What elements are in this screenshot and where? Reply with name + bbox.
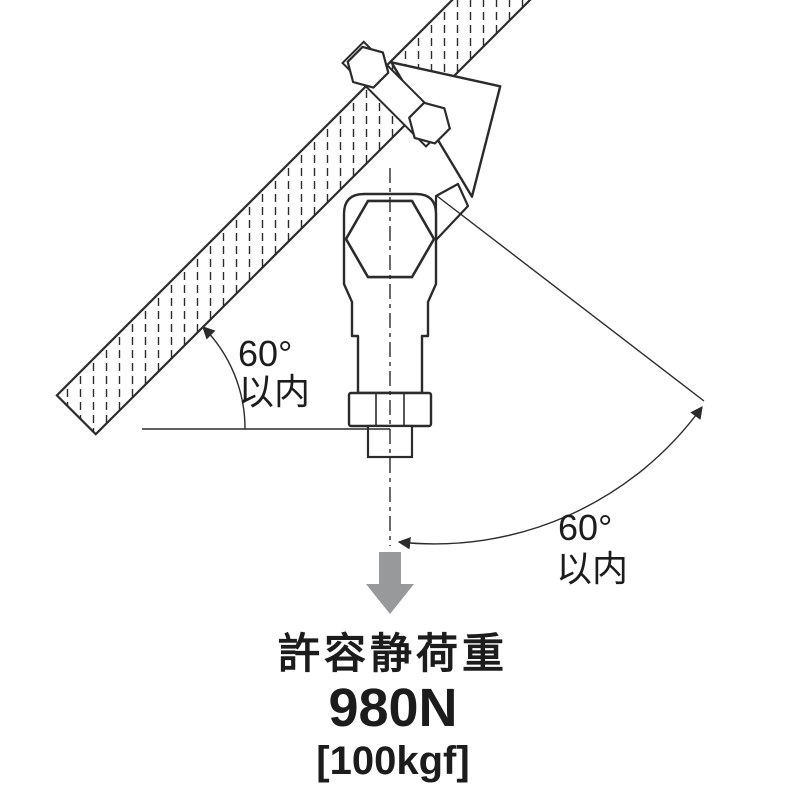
left-angle-note: 以内: [238, 371, 310, 412]
load-arrow-icon: [366, 552, 414, 614]
right-angle-value: 60°: [558, 507, 612, 548]
load-title: 許容静荷重: [278, 630, 508, 677]
clamp-nut-bottom: [408, 101, 451, 145]
right-angle-note: 以内: [556, 548, 628, 589]
left-angle-value: 60°: [238, 333, 292, 374]
line-art-group: [55, 0, 705, 550]
beam-outline: [55, 0, 538, 436]
left-angle-arc: [202, 326, 246, 430]
beam-group: [55, 0, 538, 436]
clamp-nut-top: [346, 45, 390, 89]
right-angle-arc: [397, 405, 703, 550]
swivel-neck: [434, 182, 470, 242]
right-angle-ray: [436, 195, 705, 402]
load-newton-value: 980N: [328, 678, 457, 738]
load-kgf-value: [100kgf]: [316, 739, 469, 783]
